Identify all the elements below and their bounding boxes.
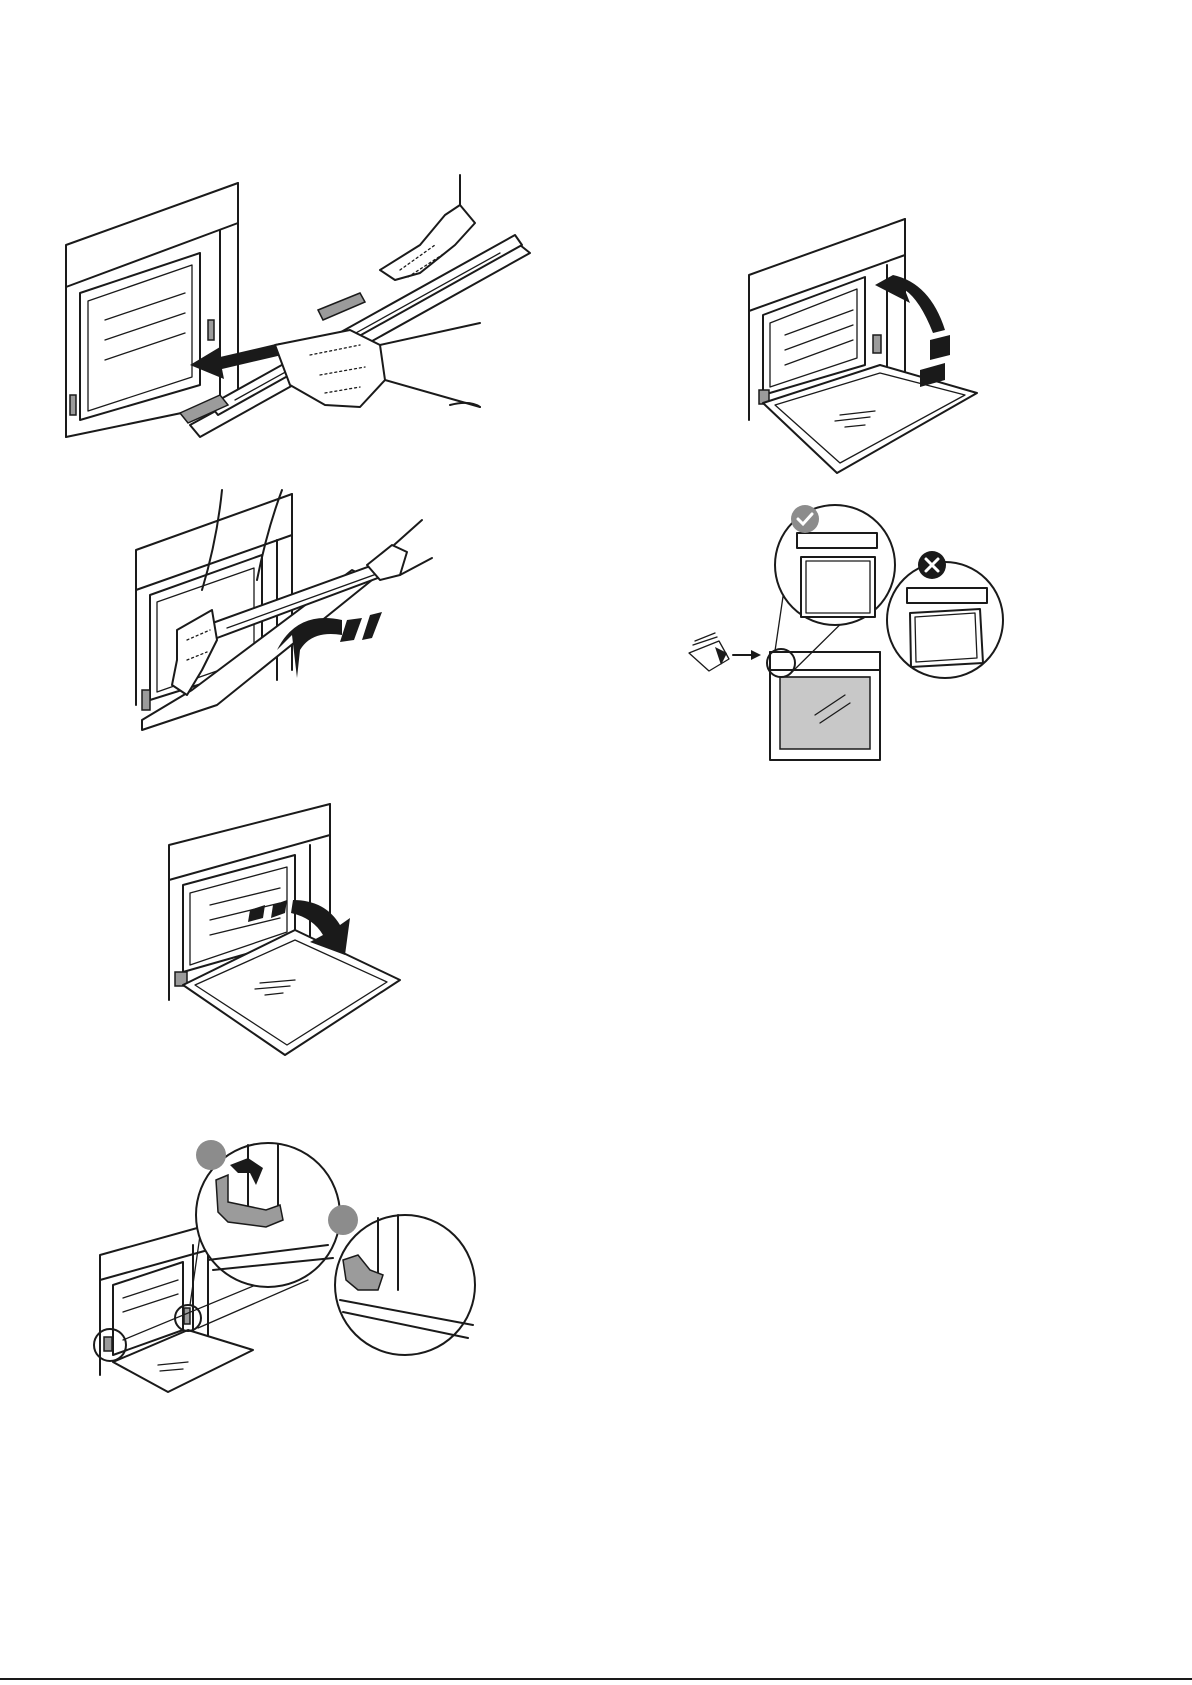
figure-lower-door	[165, 800, 405, 1060]
figure-tilt-door	[132, 490, 442, 745]
figure-check-glass-position	[685, 505, 1015, 765]
check-badge-icon	[791, 505, 819, 533]
hinge-detail-2	[335, 1215, 475, 1355]
figure-lift-door	[745, 215, 985, 475]
footer-rule	[0, 1678, 1192, 1680]
cross-badge-icon	[918, 551, 946, 579]
figure-hinge-lock	[88, 1140, 488, 1395]
eye-icon	[689, 633, 761, 671]
figure-remove-door	[60, 175, 530, 445]
